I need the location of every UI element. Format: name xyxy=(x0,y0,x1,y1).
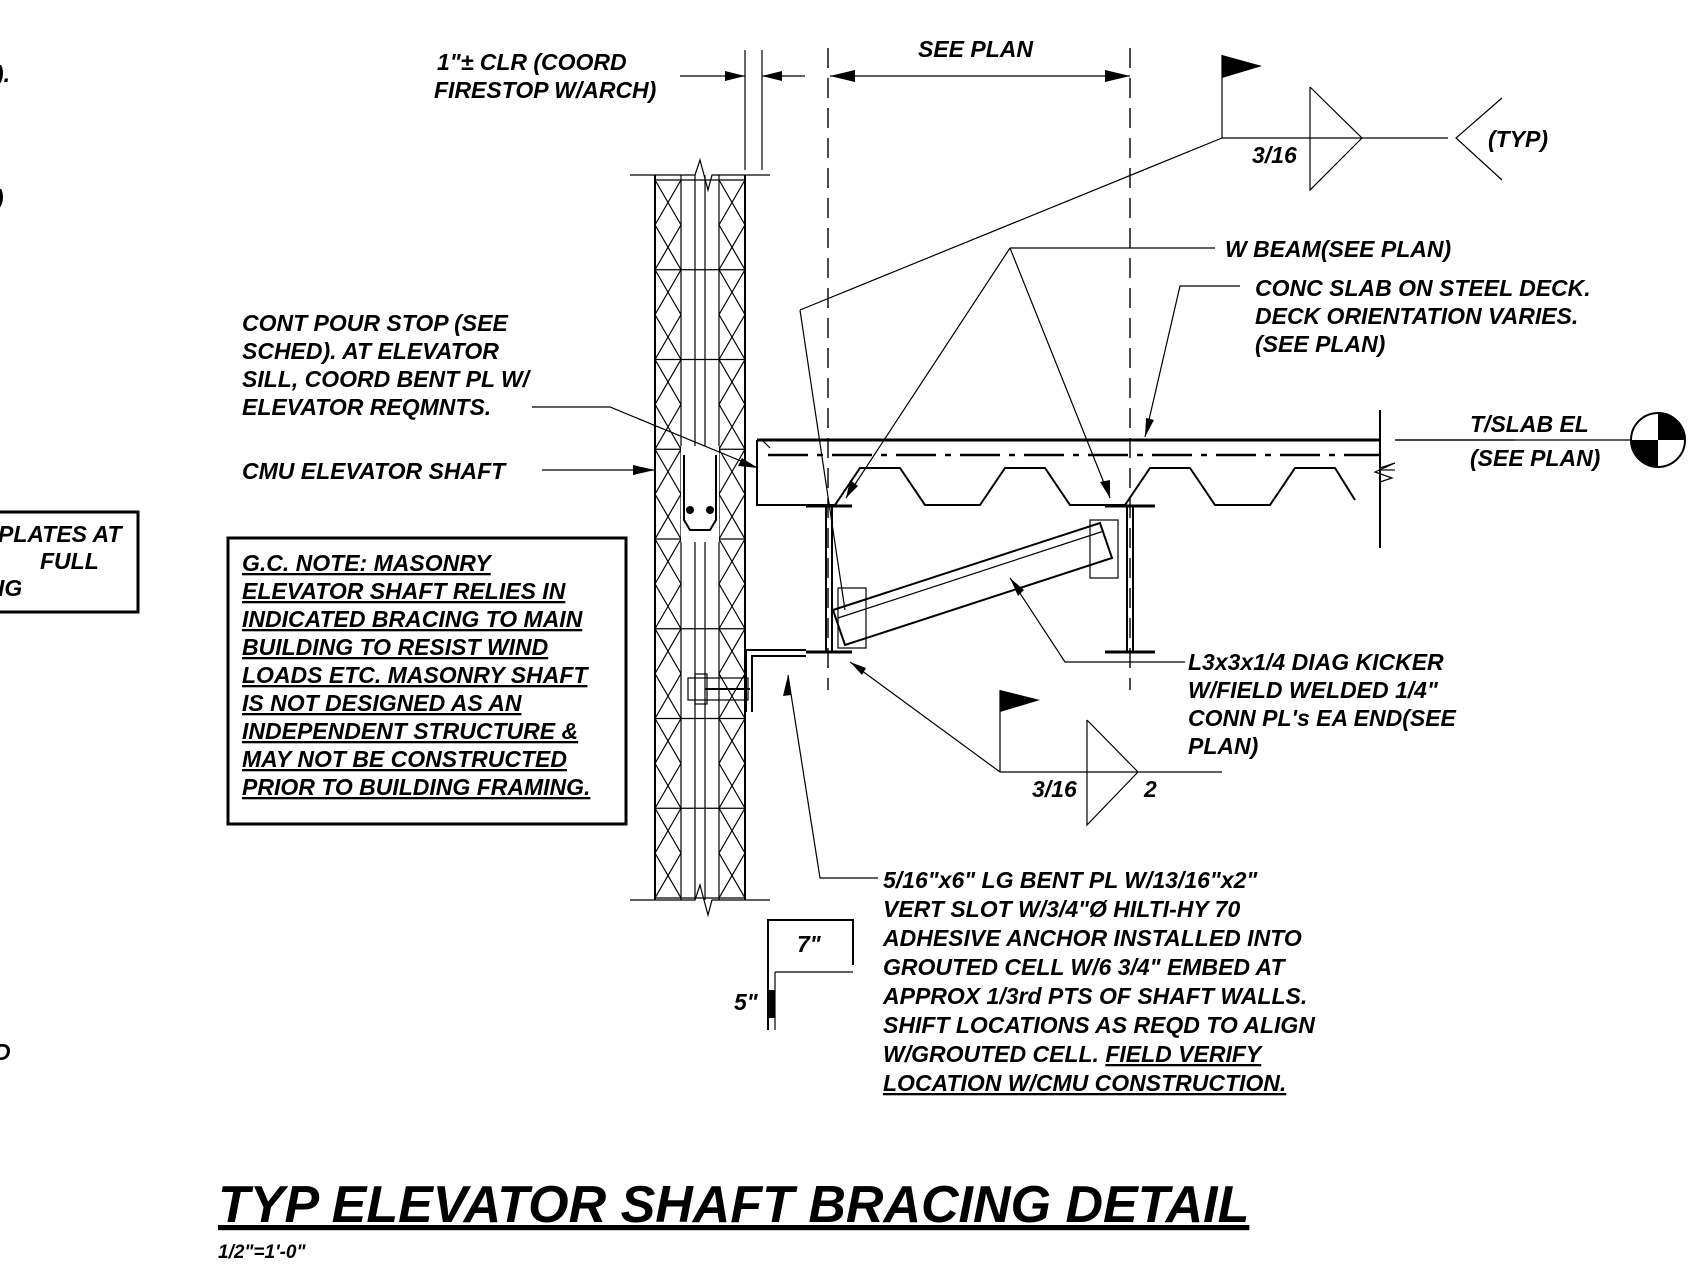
bent-pl-line2: VERT SLOT W/3/4"Ø HILTI-HY 70 xyxy=(883,896,1240,922)
bent-pl-line1: 5/16"x6" LG BENT PL W/13/16"x2" xyxy=(883,867,1258,893)
bent-dim-vertical: 5" xyxy=(734,989,759,1015)
weld-symbol-bottom xyxy=(849,661,1222,827)
bent-pl-line5: APPROX 1/3rd PTS OF SHAFT WALLS. xyxy=(882,983,1307,1009)
pour-stop-line3: SILL, COORD BENT PL W/ xyxy=(242,366,532,392)
fragment-bottom: D xyxy=(0,1039,11,1065)
fragment-paren2: ) xyxy=(0,185,4,211)
weld-symbol-top xyxy=(799,55,1503,611)
diagonal-kicker xyxy=(831,521,1114,647)
weld-bottom-length: 2 xyxy=(1143,776,1157,802)
gc-note-line1: G.C. NOTE: MASONRY xyxy=(242,550,493,576)
gc-note-line7: INDEPENDENT STRUCTURE & xyxy=(242,718,578,744)
gc-note-line5: LOADS ETC. MASONRY SHAFT xyxy=(242,662,589,688)
bent-dim-horizontal: 7" xyxy=(797,931,822,957)
slab-note-leader xyxy=(1144,285,1240,438)
pour-stop-line1: CONT POUR STOP (SEE xyxy=(242,310,508,336)
weld-bottom-size: 3/16 xyxy=(1032,776,1077,802)
elevation-marker xyxy=(1395,412,1686,468)
w-beam-leaders xyxy=(845,247,1215,499)
weld-top-typ: (TYP) xyxy=(1488,126,1548,152)
bent-pl-line6: SHIFT LOCATIONS AS REQD TO ALIGN xyxy=(883,1012,1315,1038)
gc-note-line4: BUILDING TO RESIST WIND xyxy=(242,634,548,660)
weld-top-size: 3/16 xyxy=(1252,142,1297,168)
clearance-note-line1: 1"± CLR (COORD xyxy=(437,49,627,75)
slab-note-line3: (SEE PLAN) xyxy=(1255,331,1385,357)
kicker-leader xyxy=(1009,577,1185,663)
bent-pl-line7: W/GROUTED CELL. FIELD VERIFY xyxy=(883,1041,1264,1067)
conn-plate-right xyxy=(1089,519,1119,579)
gc-note-line6: IS NOT DESIGNED AS AN xyxy=(242,690,522,716)
bent-pl-line3: ADHESIVE ANCHOR INSTALLED INTO xyxy=(882,925,1302,951)
kicker-line3: CONN PL's EA END(SEE xyxy=(1188,705,1457,731)
pour-stop-line2: SCHED). AT ELEVATOR xyxy=(242,338,499,364)
pour-stop-line4: ELEVATOR REQMNTS. xyxy=(242,394,491,420)
pour-stop-leader xyxy=(532,406,759,469)
elevation-line1: T/SLAB EL xyxy=(1470,411,1589,437)
bent-pl-line8: LOCATION W/CMU CONSTRUCTION. xyxy=(883,1070,1286,1096)
gc-note-line8: MAY NOT BE CONSTRUCTED xyxy=(242,746,567,772)
svg-text:PLATES AT: PLATES AT xyxy=(0,521,123,547)
top-dimensions xyxy=(680,48,1131,690)
w-beam-left xyxy=(806,504,852,654)
elevation-line2: (SEE PLAN) xyxy=(1470,445,1600,471)
kicker-line4: PLAN) xyxy=(1188,733,1258,759)
slab-note-line2: DECK ORIENTATION VARIES. xyxy=(1255,303,1578,329)
bent-plate-sketch xyxy=(767,919,854,1030)
detail-scale: 1/2"=1'-0" xyxy=(218,1242,306,1263)
bent-plate-leader xyxy=(783,674,878,879)
slab-note-line1: CONC SLAB ON STEEL DECK. xyxy=(1255,275,1591,301)
kicker-line2: W/FIELD WELDED 1/4" xyxy=(1188,677,1439,703)
kicker-line1: L3x3x1/4 DIAG KICKER xyxy=(1188,649,1444,675)
svg-text:IG: IG xyxy=(0,575,22,601)
w-beam-label: W BEAM(SEE PLAN) xyxy=(1225,236,1451,262)
w-beam-right xyxy=(1105,504,1155,654)
svg-text:FULL: FULL xyxy=(40,548,99,574)
gc-note-line9: PRIOR TO BUILDING FRAMING. xyxy=(242,774,590,800)
bent-plate xyxy=(687,649,806,712)
cmu-leader xyxy=(542,465,655,475)
slab-and-deck xyxy=(756,410,1515,548)
cmu-label: CMU ELEVATOR SHAFT xyxy=(242,458,507,484)
cropped-note-box: PLATES AT FULL IG xyxy=(0,510,140,614)
gc-note-line2: ELEVATOR SHAFT RELIES IN xyxy=(242,578,566,604)
see-plan-label: SEE PLAN xyxy=(918,36,1033,62)
cmu-wall xyxy=(630,157,770,918)
fragment-paren: ). xyxy=(0,61,10,87)
gc-note-line3: INDICATED BRACING TO MAIN xyxy=(242,606,583,632)
gc-note-box: G.C. NOTE: MASONRY ELEVATOR SHAFT RELIES… xyxy=(226,536,628,826)
bent-pl-line4: GROUTED CELL W/6 3/4" EMBED AT xyxy=(883,954,1286,980)
detail-title: TYP ELEVATOR SHAFT BRACING DETAIL xyxy=(218,1176,1249,1234)
clearance-note-line2: FIRESTOP W/ARCH) xyxy=(434,77,656,103)
